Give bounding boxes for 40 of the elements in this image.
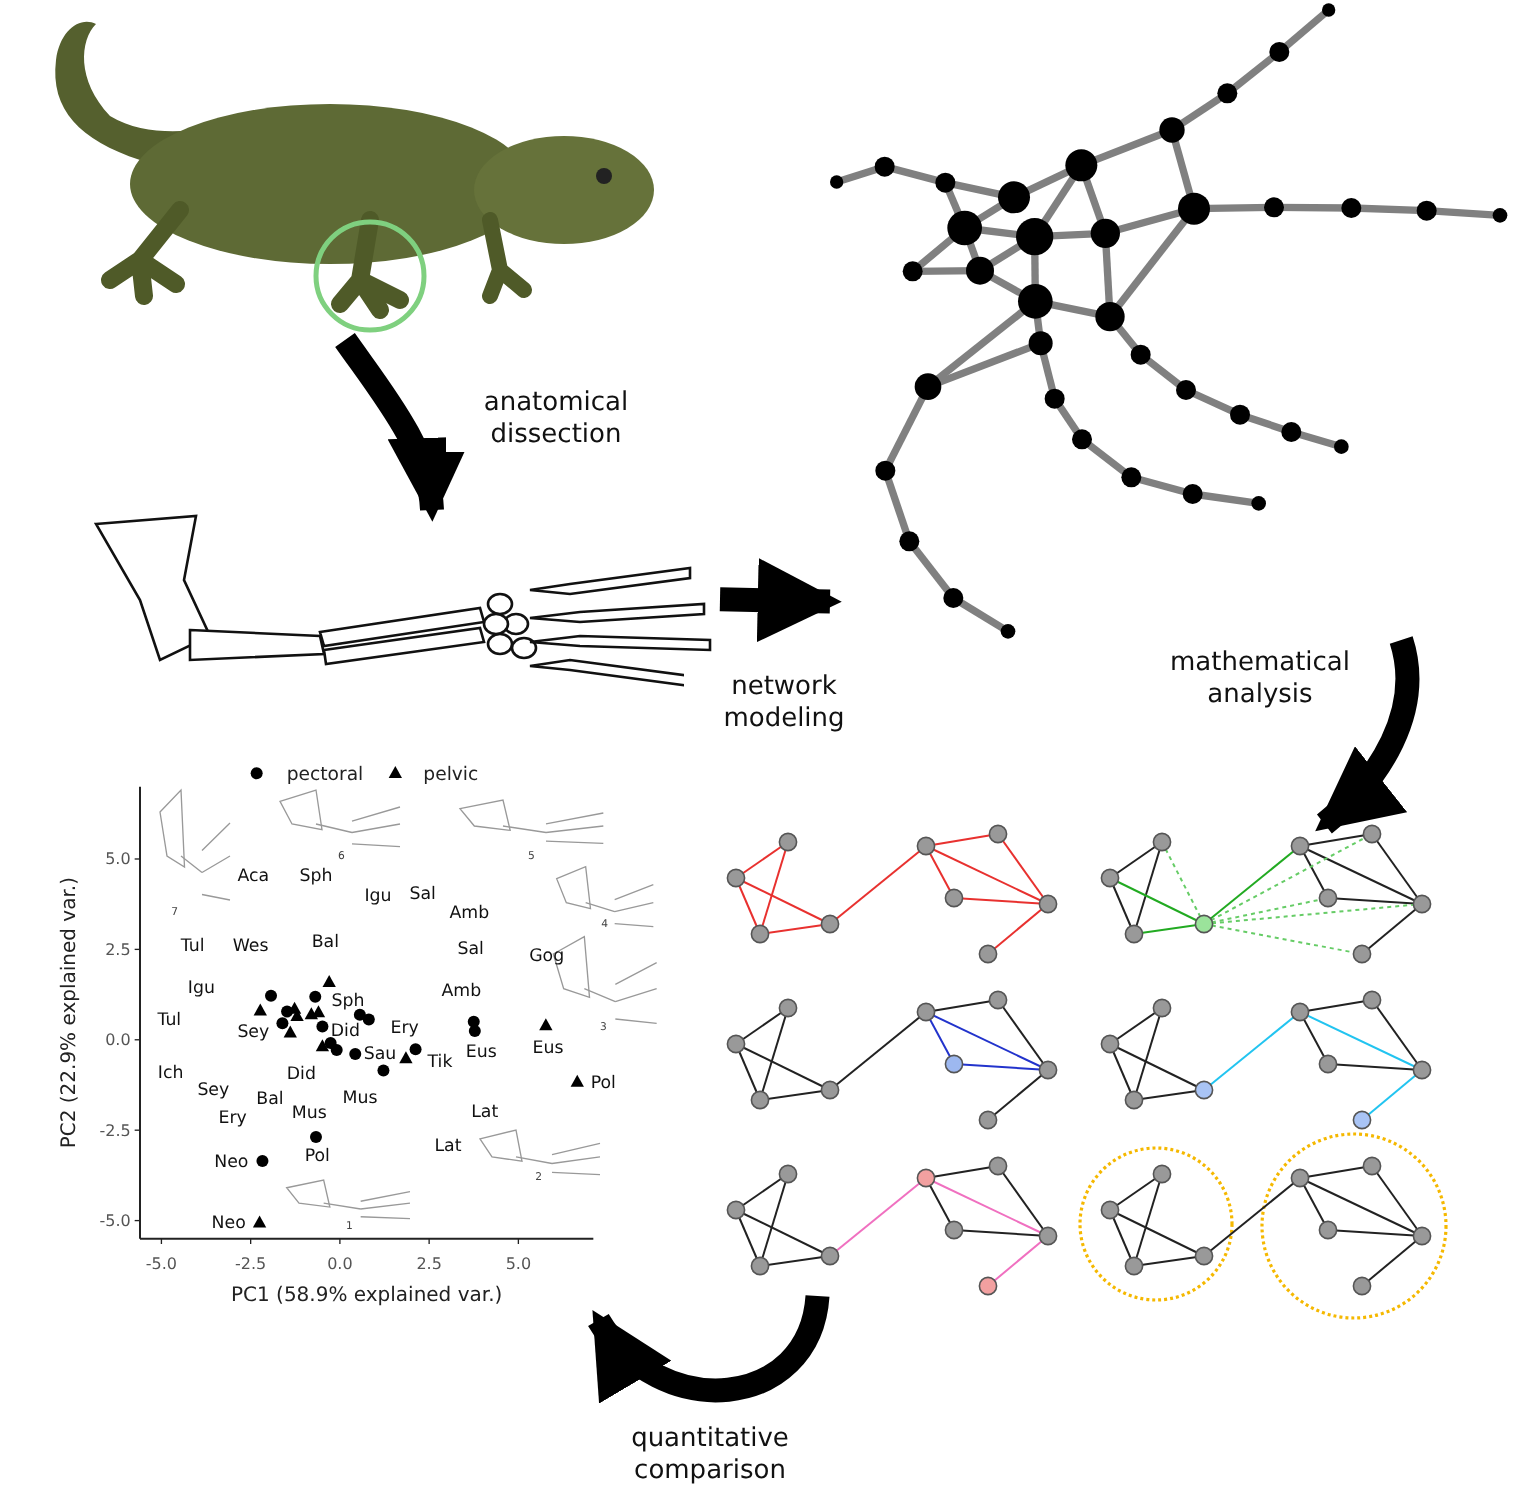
point-label: Amb — [441, 982, 482, 1002]
point-label: Gog — [529, 947, 565, 968]
point-label: Eus — [532, 1038, 564, 1059]
point-label: Sau — [363, 1044, 397, 1065]
point-label: Sph — [299, 867, 333, 888]
point-label: Neo — [211, 1214, 246, 1234]
point-label: Tul — [180, 937, 205, 958]
legend-label: pelvic — [423, 764, 479, 786]
axis-title: PC1 (58.9% explained var.) — [231, 1285, 503, 1308]
point-label: Did — [286, 1065, 316, 1086]
point-label: Sal — [457, 940, 484, 960]
point-label: Aca — [237, 867, 270, 888]
point-label: Sey — [237, 1023, 270, 1044]
point-label: Eus — [465, 1042, 497, 1063]
legend-label: pectoral — [286, 764, 364, 786]
point-label: Bal — [256, 1090, 284, 1110]
point-label: Mus — [291, 1104, 327, 1124]
curved-arrow — [335, 333, 467, 522]
point-label: Bal — [311, 933, 339, 954]
axis-title: PC2 (22.9% explained var.) — [58, 877, 81, 1149]
point-label: Pol — [590, 1074, 616, 1094]
point-label: Lat — [434, 1137, 462, 1158]
point-label: Ery — [390, 1018, 419, 1039]
point-label: Amb — [449, 904, 490, 924]
point-label: Tul — [157, 1010, 182, 1031]
point-label: Did — [330, 1022, 360, 1042]
point-label: Ery — [218, 1109, 247, 1130]
point-label: Igu — [364, 886, 392, 907]
point-label: Tik — [427, 1052, 453, 1073]
point-label: Ich — [157, 1064, 184, 1084]
point-label: Igu — [187, 978, 215, 999]
arrow — [719, 558, 842, 643]
point-label: Mus — [342, 1088, 378, 1109]
point-label: Sey — [197, 1080, 230, 1101]
point-label: Wes — [232, 937, 269, 958]
point-label: Sph — [331, 992, 365, 1012]
point-label: Sal — [409, 885, 436, 906]
point-label: Neo — [214, 1153, 249, 1174]
point-label: Lat — [471, 1102, 499, 1123]
point-label: Pol — [304, 1147, 330, 1168]
